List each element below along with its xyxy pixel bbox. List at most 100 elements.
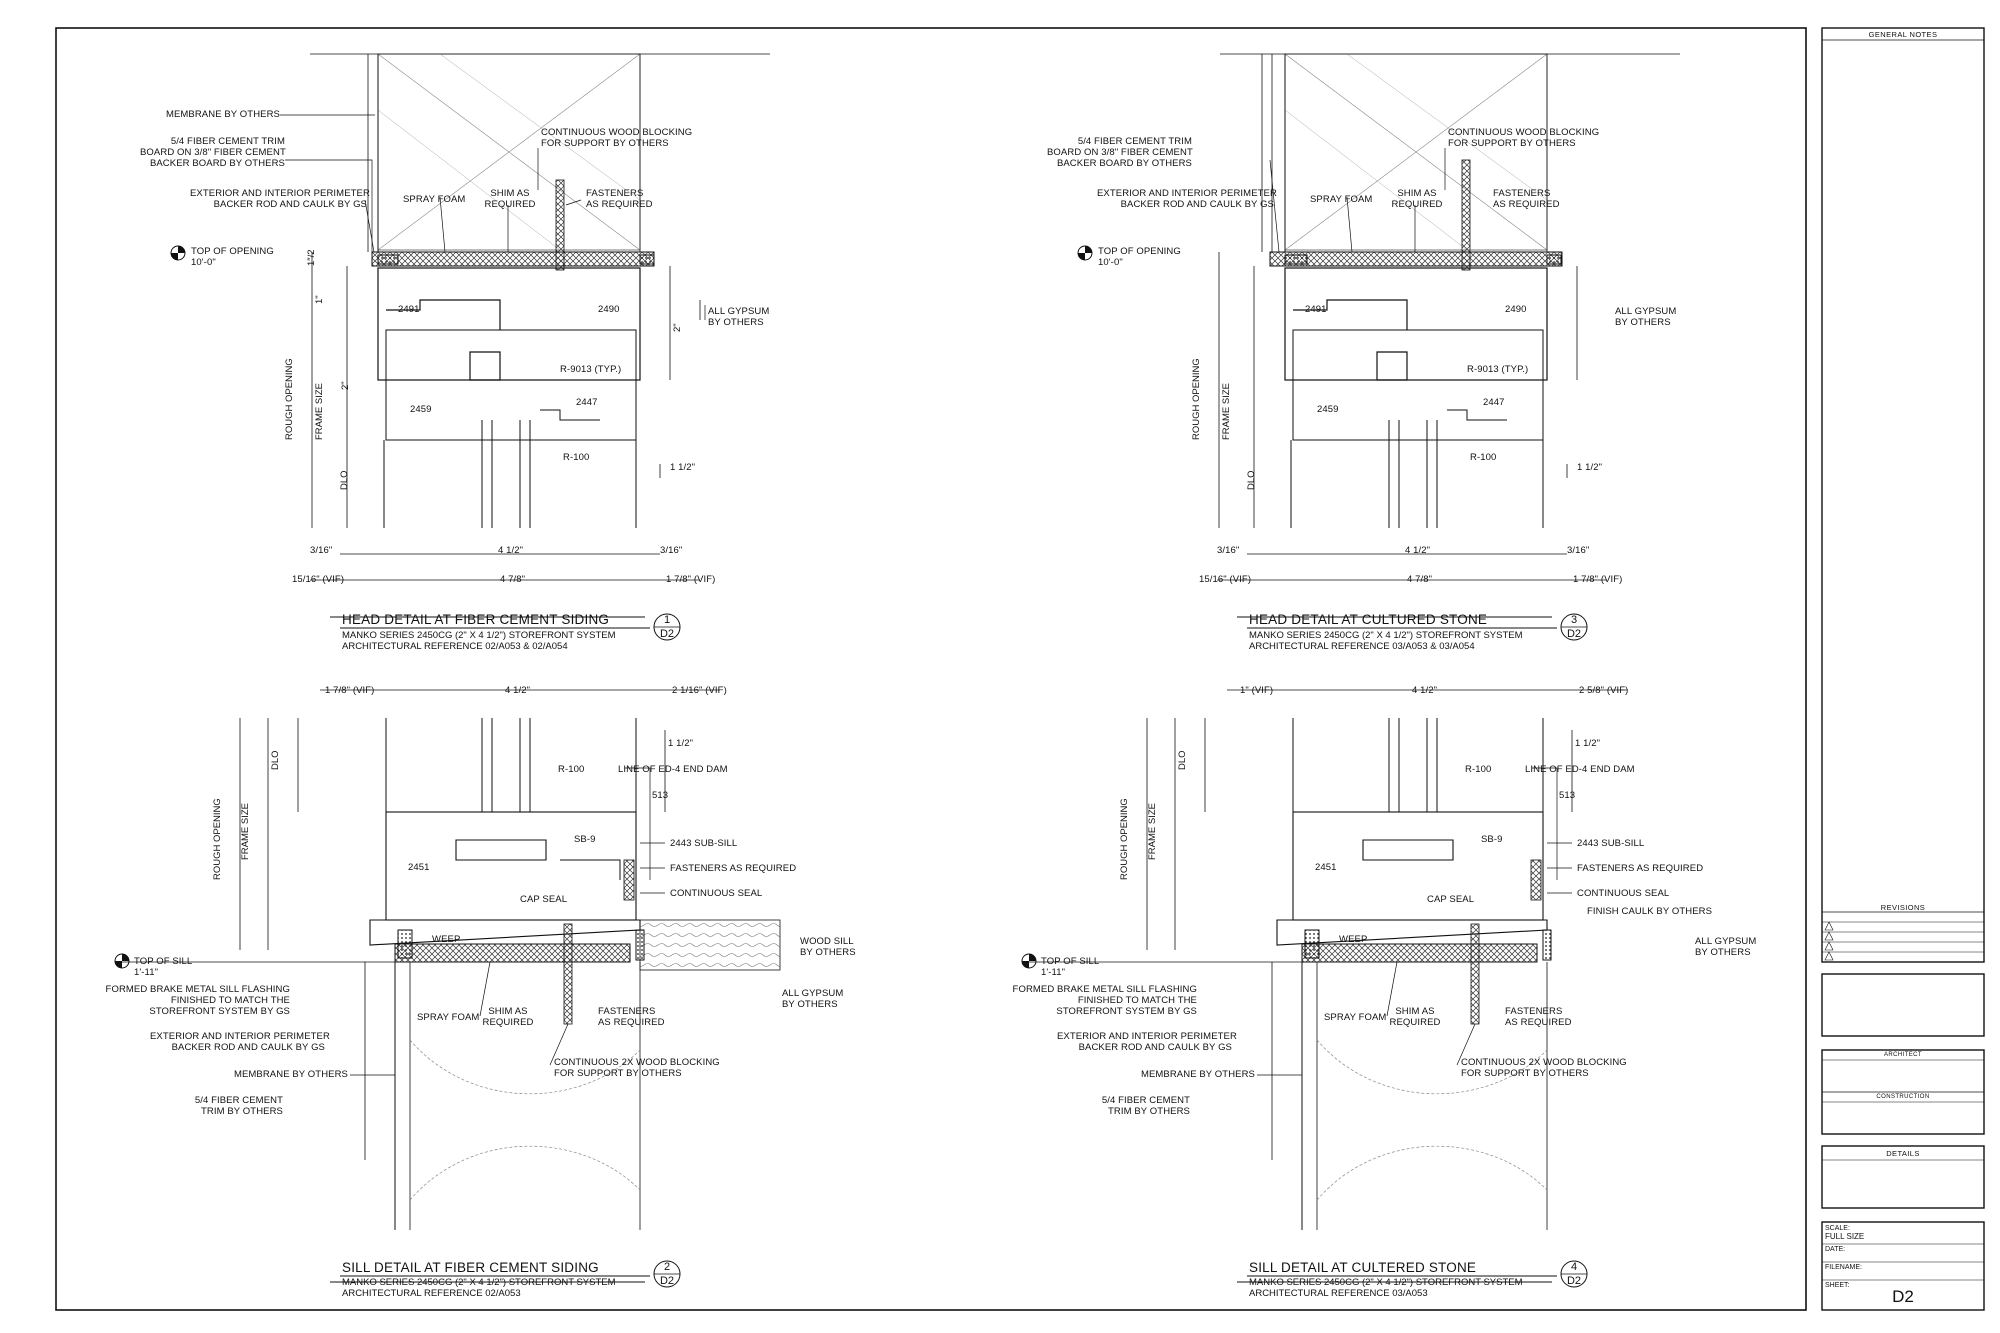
detail-4-title: SILL DETAIL AT CULTERED STONE xyxy=(1249,1260,1477,1275)
d4-dim-top-mid: 4 1/2" xyxy=(1412,685,1438,696)
dim-1-1-2: 1 1/2" xyxy=(670,462,696,473)
d3-dim-1-7-8: 1 7/8" (VIF) xyxy=(1573,574,1623,585)
d4-label-fasteners: FASTENERS AS REQUIRED xyxy=(1505,1006,1572,1028)
d2-label-wood-sill: WOOD SILL BY OTHERS xyxy=(800,936,856,958)
d4-label-shim: SHIM AS REQUIRED xyxy=(1389,1006,1441,1028)
d4-part-sb9: SB-9 xyxy=(1481,834,1503,845)
label-perimeter: EXTERIOR AND INTERIOR PERIMETER BACKER R… xyxy=(190,188,370,210)
dim-dlo: DLO xyxy=(339,470,350,490)
tb-construction: CONSTRUCTION xyxy=(1876,1094,1930,1100)
d2-part-513: 513 xyxy=(652,790,669,801)
dim-half: 1″/2 xyxy=(306,249,317,266)
dim-one: 1" xyxy=(314,295,325,304)
tb-details: DETAILS xyxy=(1886,1149,1920,1158)
d3-label-perimeter: EXTERIOR AND INTERIOR PERIMETER BACKER R… xyxy=(1097,188,1277,210)
label-trim: 5/4 FIBER CEMENT TRIM BOARD ON 3/8" FIBE… xyxy=(140,136,286,169)
tb-scale-value: FULL SIZE xyxy=(1825,1232,1865,1241)
tb-sheet-label: SHEET: xyxy=(1825,1282,1850,1289)
d4-label-subsill: 2443 SUB-SILL xyxy=(1577,838,1645,849)
d2-label-shim: SHIM AS REQUIRED xyxy=(482,1006,534,1028)
label-membrane: MEMBRANE BY OTHERS xyxy=(165,109,280,120)
head-detail-cultured-stone xyxy=(1217,53,1680,618)
detail-2-system: MANKO SERIES 2450CG (2" X 4 1/2") STOREF… xyxy=(342,1277,616,1288)
detail-2-title: SILL DETAIL AT FIBER CEMENT SIDING xyxy=(342,1260,599,1275)
label-spray-foam: SPRAY FOAM xyxy=(403,194,466,205)
d2-dim-rough-opening: ROUGH OPENING xyxy=(212,798,223,880)
d2-label-fasteners: FASTENERS AS REQUIRED xyxy=(598,1006,665,1028)
title-block-frames xyxy=(1821,27,1985,1311)
part-2490: 2490 xyxy=(598,304,620,315)
part-r9013: R-9013 (TYP.) xyxy=(560,364,622,375)
d3-label-fasteners: FASTENERS AS REQUIRED xyxy=(1493,188,1560,210)
d3-dim-15-16: 15/16" (VIF) xyxy=(1199,574,1252,585)
d2-part-sb9: SB-9 xyxy=(574,834,596,845)
d3-part-2447: 2447 xyxy=(1483,397,1505,408)
detail-1-system: MANKO SERIES 2450CG (2" X 4 1/2") STOREF… xyxy=(342,630,616,641)
d3-dim-1-1-2: 1 1/2" xyxy=(1577,462,1603,473)
d2-part-2451: 2451 xyxy=(408,862,430,873)
d4-label-perimeter: EXTERIOR AND INTERIOR PERIMETER BACKER R… xyxy=(1057,1031,1237,1053)
elevation-markers xyxy=(114,245,1093,969)
detail-3-title: HEAD DETAIL AT CULTURED STONE xyxy=(1249,612,1488,627)
label-shim: SHIM AS REQUIRED xyxy=(484,188,536,210)
d4-dim-dlo: DLO xyxy=(1177,750,1188,770)
detail-4-reference: ARCHITECTURAL REFERENCE 03/A053 xyxy=(1249,1288,1428,1299)
detail-title-marks xyxy=(340,613,1588,1288)
d3-dim-3-16-right: 3/16" xyxy=(1567,545,1590,556)
dim-1-7-8: 1 7/8" (VIF) xyxy=(666,574,716,585)
d4-label-finish-caulk: FINISH CAULK BY OTHERS xyxy=(1587,906,1713,917)
tb-general-notes: GENERAL NOTES xyxy=(1868,30,1938,39)
tb-filename-label: FILENAME: xyxy=(1825,1264,1862,1271)
d2-dim-top-mid: 4 1/2" xyxy=(505,685,531,696)
sill-detail-fiber-cement xyxy=(115,689,781,1283)
d2-label-fasteners-req: FASTENERS AS REQUIRED xyxy=(670,863,797,874)
label-gypsum: ALL GYPSUM BY OTHERS xyxy=(708,306,770,328)
d4-label-weep: WEEP xyxy=(1339,934,1368,945)
d2-label-cont-seal: CONTINUOUS SEAL xyxy=(670,888,763,899)
d3-label-top-of-opening: TOP OF OPENING 10'-0" xyxy=(1098,246,1181,268)
d4-dim-top-right: 2 5/8" (VIF) xyxy=(1579,685,1629,696)
d3-dim-3-16-left: 3/16" xyxy=(1217,545,1240,556)
d4-label-cont-seal: CONTINUOUS SEAL xyxy=(1577,888,1670,899)
d2-dim-frame-size: FRAME SIZE xyxy=(240,802,251,860)
label-top-of-opening: TOP OF OPENING 10'-0" xyxy=(191,246,274,268)
d2-label-trim: 5/4 FIBER CEMENT TRIM BY OTHERS xyxy=(194,1095,283,1117)
dim-3-16-left: 3/16" xyxy=(310,545,333,556)
d3-part-2459: 2459 xyxy=(1317,404,1339,415)
label-blocking: CONTINUOUS WOOD BLOCKING FOR SUPPORT BY … xyxy=(541,127,693,149)
part-2491: 2491 xyxy=(398,304,420,315)
d3-part-2490: 2490 xyxy=(1505,304,1527,315)
d4-dim-top-left: 1" (VIF) xyxy=(1240,685,1274,696)
d2-label-perimeter: EXTERIOR AND INTERIOR PERIMETER BACKER R… xyxy=(150,1031,330,1053)
d2-label-cap-seal: CAP SEAL xyxy=(520,894,568,905)
d2-dim-dlo: DLO xyxy=(270,750,281,770)
d4-part-2451: 2451 xyxy=(1315,862,1337,873)
dim-3-16-right: 3/16" xyxy=(660,545,683,556)
d3-dim-4-1-2: 4 1/2" xyxy=(1405,545,1431,556)
head-detail-fiber-cement xyxy=(280,53,770,618)
d4-dim-1-1-2: 1 1/2" xyxy=(1575,738,1601,749)
part-r100: R-100 xyxy=(563,452,590,463)
part-2447: 2447 xyxy=(576,397,598,408)
d4-label-membrane: MEMBRANE BY OTHERS xyxy=(1140,1069,1255,1080)
d4-label-end-dam: LINE OF ED-4 END DAM xyxy=(1525,764,1635,775)
sill-detail-cultured-stone xyxy=(1022,689,1627,1283)
detail-1-reference: ARCHITECTURAL REFERENCE 02/A053 & 02/A05… xyxy=(342,641,568,652)
tb-scale-label: SCALE: xyxy=(1825,1225,1850,1232)
tb-date-label: DATE: xyxy=(1825,1246,1846,1253)
detail-4-system: MANKO SERIES 2450CG (2" X 4 1/2") STOREF… xyxy=(1249,1277,1523,1288)
d4-label-cap-seal: CAP SEAL xyxy=(1427,894,1475,905)
tb-architect: ARCHITECT xyxy=(1884,1052,1922,1058)
d4-part-513: 513 xyxy=(1559,790,1576,801)
d3-label-trim: 5/4 FIBER CEMENT TRIM BOARD ON 3/8" FIBE… xyxy=(1047,136,1193,169)
tb-revisions: REVISIONS xyxy=(1880,903,1926,912)
d2-dim-1-1-2: 1 1/2" xyxy=(668,738,694,749)
detail-3-system: MANKO SERIES 2450CG (2" X 4 1/2") STOREF… xyxy=(1249,630,1523,641)
d2-label-top-of-sill: TOP OF SILL 1'-11" xyxy=(134,956,193,978)
d3-label-blocking: CONTINUOUS WOOD BLOCKING FOR SUPPORT BY … xyxy=(1448,127,1600,149)
d3-label-spray-foam: SPRAY FOAM xyxy=(1310,194,1373,205)
d3-part-2491: 2491 xyxy=(1305,304,1327,315)
